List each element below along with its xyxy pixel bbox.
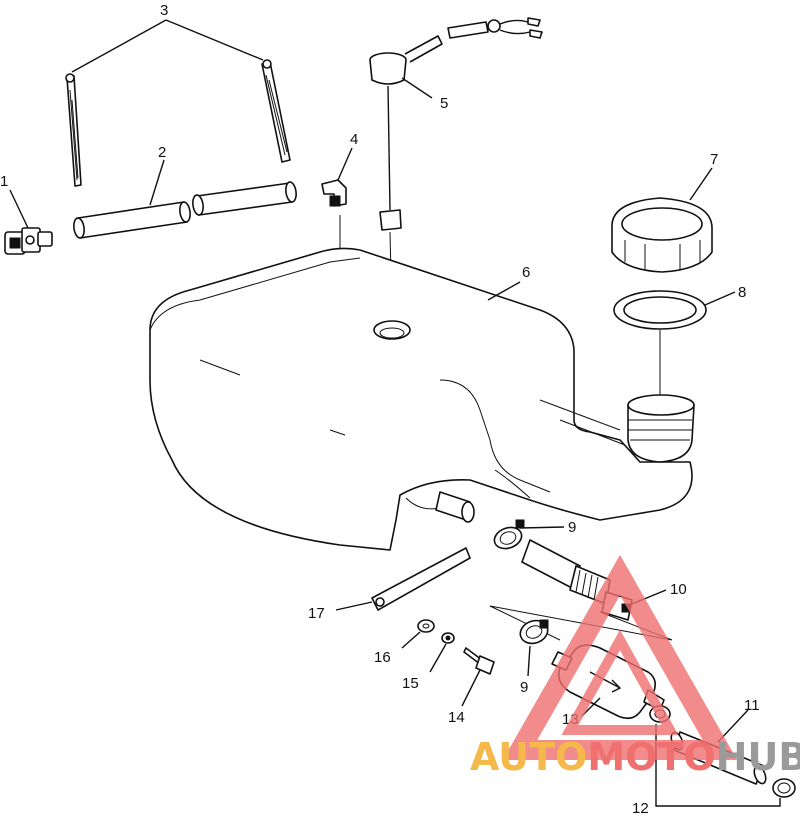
tie-strap-left [65, 73, 82, 187]
leader-9b [527, 645, 531, 677]
leader-8 [704, 291, 736, 306]
leader-2 [149, 159, 165, 206]
cap-gasket [613, 290, 707, 330]
leader-1 [9, 189, 29, 229]
leader-6 [487, 281, 521, 301]
callout-3: 3 [160, 2, 168, 19]
fuel-hose-left [73, 201, 191, 239]
leader-14 [461, 669, 481, 707]
lock-washer [441, 632, 455, 644]
leader-9a [519, 526, 565, 529]
watermark-logo [502, 554, 738, 760]
leader-5 [401, 77, 433, 99]
leader-16 [401, 631, 421, 649]
callout-4: 4 [350, 131, 358, 148]
callout-8: 8 [738, 284, 746, 301]
tie-strap-right [261, 59, 291, 163]
fuel-gauge-sender [369, 17, 543, 231]
leader-7 [689, 167, 713, 201]
callout-2: 2 [158, 144, 166, 161]
bolt [463, 647, 495, 675]
hose-clamp-12b [772, 778, 796, 798]
leader-4 [337, 147, 353, 181]
leader-3 [71, 19, 264, 73]
fuel-tank [149, 247, 693, 551]
watermark-text: AUTOMOTOHUB [470, 735, 800, 779]
callout-16: 16 [374, 649, 391, 666]
mounting-bracket [371, 547, 471, 611]
fuel-hose-right [192, 181, 297, 216]
fuel-shutoff-valve [4, 227, 53, 255]
elbow-fitting [321, 179, 347, 207]
callout-10: 10 [670, 581, 687, 598]
callout-7: 7 [710, 151, 718, 168]
callout-12: 12 [632, 800, 649, 817]
callout-9-lower: 9 [520, 679, 528, 696]
callout-5: 5 [440, 95, 448, 112]
leader-12 [655, 724, 781, 807]
washer [417, 619, 435, 633]
callout-17: 17 [308, 605, 325, 622]
hose-clamp-upper [493, 519, 525, 550]
fuel-hose-outlet [521, 539, 611, 605]
callout-11: 11 [744, 697, 760, 714]
callout-1: 1 [0, 173, 8, 190]
fuel-cap [611, 197, 713, 273]
leader-15 [429, 643, 447, 673]
tank-outlet-fitting [435, 491, 475, 523]
leader-17 [335, 601, 373, 611]
hose-clamp-lower [519, 619, 549, 645]
callout-14: 14 [448, 709, 465, 726]
callout-15: 15 [402, 675, 419, 692]
filler-neck [627, 394, 695, 463]
callout-6: 6 [522, 264, 530, 281]
callout-9-upper: 9 [568, 519, 576, 536]
